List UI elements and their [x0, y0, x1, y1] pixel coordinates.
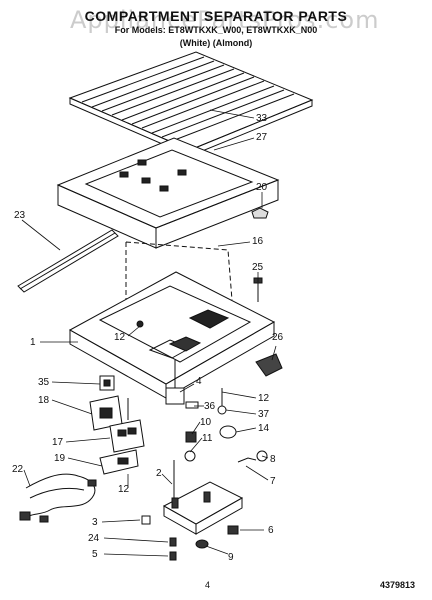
part-connector-35: [99, 375, 115, 391]
callout-12: 12: [258, 393, 270, 404]
part-lower-bracket: [141, 460, 244, 561]
watermark-text: AppliancePartsPros.com: [70, 6, 380, 34]
part-control-17: [109, 398, 145, 453]
part-strip-23: [17, 229, 119, 293]
part-frame-27: [56, 137, 280, 249]
callout-20: 20: [256, 182, 268, 193]
callout-25: 25: [252, 262, 264, 273]
callout-17: 17: [52, 437, 64, 448]
part-separator-1: [68, 271, 276, 399]
callout-4: 4: [196, 376, 202, 387]
callout-16: 16: [252, 236, 264, 247]
callout-6: 6: [268, 525, 274, 536]
callout-3: 3: [92, 517, 98, 528]
callout-27: 27: [256, 132, 268, 143]
callout-22: 22: [12, 464, 24, 475]
callout-1: 1: [30, 337, 36, 348]
document-number: 4379813: [380, 580, 416, 590]
part-bracket-26: [255, 353, 283, 377]
model-numbers: For Models: ET8WTKXK_W00, ET8WTKXK_N00: [114, 25, 318, 35]
part-plate-18: [89, 395, 123, 431]
callout-12: 12: [118, 484, 130, 495]
callout-8: 8: [270, 454, 276, 465]
callout-19: 19: [54, 453, 66, 464]
part-assembly-right: [165, 360, 268, 463]
color-variants: (White) (Almond): [179, 38, 253, 48]
callout-14: 14: [258, 423, 270, 434]
page-number: 4: [205, 580, 211, 590]
callout-5: 5: [92, 549, 98, 560]
callout-11: 11: [202, 433, 213, 444]
callout-24: 24: [88, 533, 100, 544]
callout-10: 10: [200, 417, 212, 428]
part-grille-33: [68, 51, 314, 157]
part-housing-19: [99, 449, 139, 475]
callout-36: 36: [204, 401, 216, 412]
part-wiring-22: [19, 473, 97, 523]
callout-18: 18: [38, 395, 50, 406]
callout-12: 12: [114, 332, 126, 343]
callout-7: 7: [270, 476, 276, 487]
callout-9: 9: [228, 552, 234, 563]
diagram-title: COMPARTMENT SEPARATOR PARTS: [84, 8, 348, 24]
callout-35: 35: [38, 377, 50, 388]
callout-37: 37: [258, 409, 270, 420]
callout-26: 26: [272, 332, 284, 343]
callout-23: 23: [14, 210, 26, 221]
part-clip-20: [251, 207, 269, 219]
part-wire-16: [125, 241, 233, 301]
callout-2: 2: [156, 468, 162, 479]
callout-33: 33: [256, 113, 268, 124]
